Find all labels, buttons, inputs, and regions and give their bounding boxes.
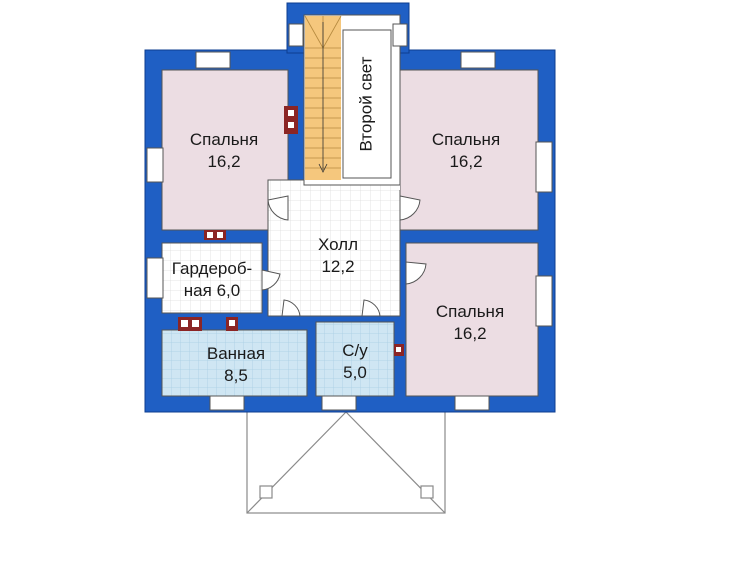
door-bathroom xyxy=(281,299,301,317)
porch-column xyxy=(420,485,434,499)
bedroom-ne-area: 16,2 xyxy=(449,152,482,171)
bedroom-nw-area: 16,2 xyxy=(207,152,240,171)
bathroom-name: Ванная xyxy=(207,344,265,363)
hall-name: Холл xyxy=(318,235,358,254)
hall-area: 12,2 xyxy=(321,257,354,276)
room-bedroom-se xyxy=(405,242,539,397)
window xyxy=(321,395,357,411)
bedroom-se-name: Спальня xyxy=(436,302,504,321)
window xyxy=(288,23,304,47)
wardrobe-name-line2: ная 6,0 xyxy=(184,281,240,300)
window xyxy=(195,51,231,69)
window xyxy=(460,51,496,69)
void-area xyxy=(342,29,392,179)
door-wardrobe xyxy=(261,269,281,291)
wc-name: С/у xyxy=(342,341,368,360)
door-bedroom-se xyxy=(405,261,427,285)
doors xyxy=(261,195,427,317)
room-hall xyxy=(267,179,401,317)
bedroom-nw-name: Спальня xyxy=(190,130,258,149)
window xyxy=(535,141,553,193)
stairs xyxy=(304,15,342,180)
window xyxy=(146,147,164,183)
porch xyxy=(246,407,446,514)
wardrobe-name-line1: Гардероб- xyxy=(172,259,252,278)
bedroom-se-area: 16,2 xyxy=(453,324,486,343)
window xyxy=(209,395,245,411)
bathroom-area: 8,5 xyxy=(224,366,248,385)
bedroom-ne-name: Спальня xyxy=(432,130,500,149)
window xyxy=(535,275,553,327)
wc-area: 5,0 xyxy=(343,363,367,382)
door-bedroom-nw xyxy=(267,195,289,221)
door-wc xyxy=(361,299,381,317)
void-label: Второй свет xyxy=(356,56,375,151)
window xyxy=(454,395,490,411)
room-wc xyxy=(315,321,395,397)
windows xyxy=(146,23,553,411)
door-bedroom-ne xyxy=(399,195,421,221)
window xyxy=(392,23,408,47)
chimneys xyxy=(178,106,404,356)
chimney xyxy=(284,106,298,134)
chimney xyxy=(204,230,226,240)
room-wardrobe xyxy=(161,242,263,314)
porch-column xyxy=(259,485,273,499)
room-bathroom xyxy=(161,329,308,397)
window xyxy=(146,257,164,299)
room-bedroom-ne xyxy=(399,69,539,231)
